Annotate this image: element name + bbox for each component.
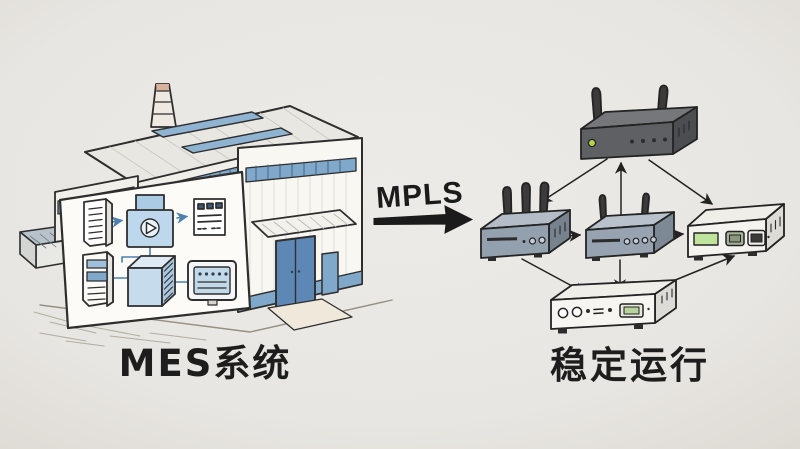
network-diagram [480,84,785,334]
server-tower-icon [82,251,114,307]
right-gateway [687,203,785,261]
mpls-link: MPLS [373,176,474,234]
small-blue-door [321,251,339,296]
lcd-display [693,232,719,246]
antenna [539,181,550,217]
antenna [598,194,607,219]
status-led [587,138,597,148]
arrow-top-to-left [539,158,608,203]
factory-roof [84,105,359,187]
middle-router [585,192,675,261]
factory-illustration [19,83,393,347]
awning [251,209,357,238]
left-router [480,181,571,261]
smokestack [150,83,177,128]
right-building-face [237,137,363,331]
antenna [641,192,650,215]
blue-double-door [275,235,316,308]
entry-ramp [267,298,353,331]
mpls-arrow [373,205,474,234]
server-cabinet-icon [83,198,113,247]
bottom-switch [550,279,677,334]
arrow-top-to-right [648,159,714,205]
top-router [580,84,698,160]
roof-skylight [151,111,264,138]
mes-system-label: MES系统 [119,342,292,385]
control-panel-icon [187,260,237,306]
workstation-icon [126,194,174,248]
window-band [245,157,357,183]
cutaway-interior [58,170,252,330]
antenna [521,182,531,221]
stable-operation-label: 稳定运行 [550,344,710,387]
server-cube-icon [127,255,176,307]
document-panel-icon [193,198,226,236]
roof-skylight [181,127,293,154]
